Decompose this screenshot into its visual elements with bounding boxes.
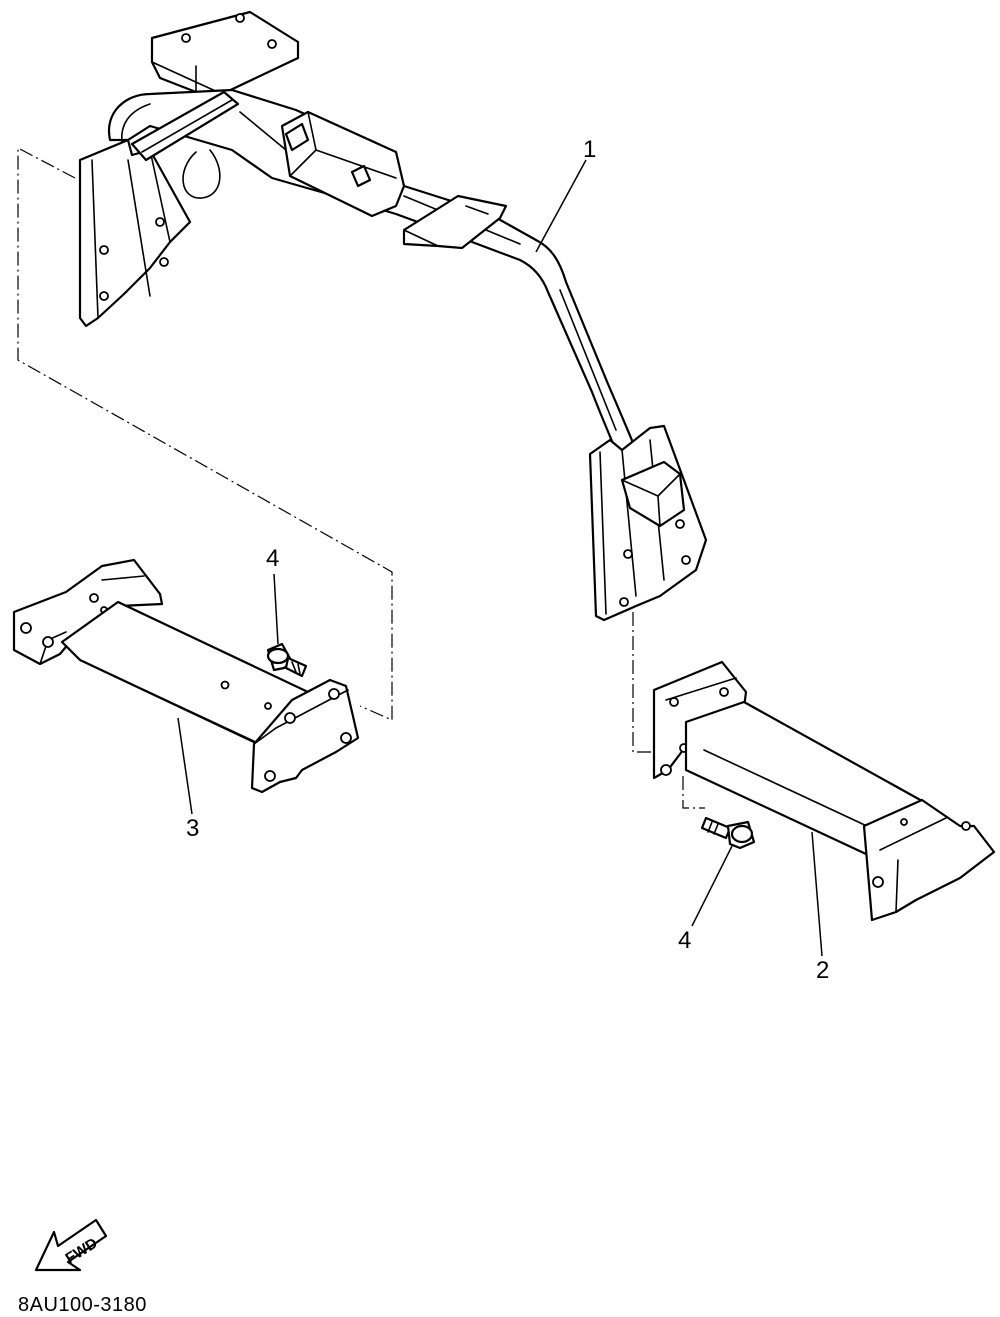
diagram-code: 8AU100-3180	[18, 1294, 147, 1316]
callout-3: 3	[186, 815, 199, 842]
callout-4-left: 4	[266, 545, 279, 572]
bumper-guard-part	[78, 10, 708, 622]
bolt-right-part	[700, 816, 756, 850]
callout-1: 1	[583, 136, 596, 163]
leader-lines	[177, 159, 823, 957]
callout-2: 2	[816, 957, 829, 984]
bolt-left-part	[266, 642, 308, 678]
right-stay-part	[652, 660, 996, 922]
left-stay-part	[12, 558, 360, 794]
forward-arrow-icon: FWD	[34, 1218, 108, 1272]
alignment-lines	[17, 147, 705, 809]
callout-4-right: 4	[678, 927, 691, 954]
